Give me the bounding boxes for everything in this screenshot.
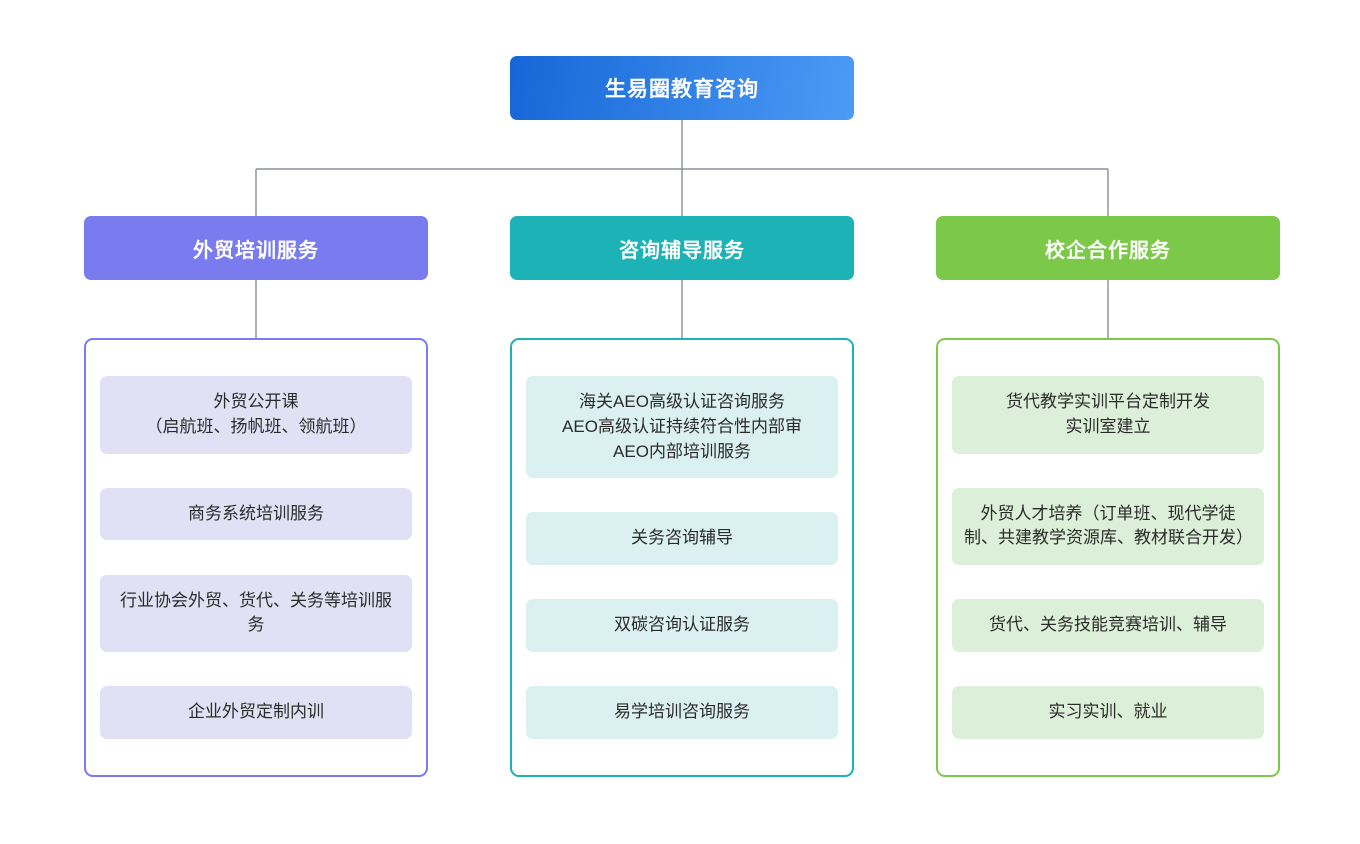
column-header-foreign-trade-training[interactable]: 外贸培训服务: [84, 216, 428, 280]
list-item[interactable]: 实习实训、就业: [952, 686, 1264, 739]
list-item[interactable]: 海关AEO高级认证咨询服务 AEO高级认证持续符合性内部审 AEO内部培训服务: [526, 376, 838, 479]
list-item[interactable]: 企业外贸定制内训: [100, 686, 412, 739]
list-item[interactable]: 关务咨询辅导: [526, 512, 838, 565]
list-item[interactable]: 外贸公开课 （启航班、扬帆班、领航班）: [100, 376, 412, 454]
column-consulting-tutoring: 咨询辅导服务 海关AEO高级认证咨询服务 AEO高级认证持续符合性内部审 AEO…: [510, 216, 854, 777]
list-item[interactable]: 双碳咨询认证服务: [526, 599, 838, 652]
list-item[interactable]: 外贸人才培养（订单班、现代学徒制、共建教学资源库、教材联合开发）: [952, 487, 1264, 565]
root-node[interactable]: 生易圈教育咨询: [510, 56, 854, 120]
column-header-school-enterprise-cooperation[interactable]: 校企合作服务: [936, 216, 1280, 280]
column-school-enterprise-cooperation: 校企合作服务 货代教学实训平台定制开发 实训室建立 外贸人才培养（订单班、现代学…: [936, 216, 1280, 777]
column-panel-foreign-trade-training: 外贸公开课 （启航班、扬帆班、领航班） 商务系统培训服务 行业协会外贸、货代、关…: [84, 338, 428, 777]
list-item[interactable]: 货代、关务技能竞赛培训、辅导: [952, 599, 1264, 652]
list-item[interactable]: 易学培训咨询服务: [526, 686, 838, 739]
list-item[interactable]: 商务系统培训服务: [100, 487, 412, 541]
column-header-consulting-tutoring[interactable]: 咨询辅导服务: [510, 216, 854, 280]
list-item[interactable]: 货代教学实训平台定制开发 实训室建立: [952, 376, 1264, 454]
list-item[interactable]: 行业协会外贸、货代、关务等培训服务: [100, 574, 412, 652]
column-panel-consulting-tutoring: 海关AEO高级认证咨询服务 AEO高级认证持续符合性内部审 AEO内部培训服务 …: [510, 338, 854, 777]
column-panel-school-enterprise-cooperation: 货代教学实训平台定制开发 实训室建立 外贸人才培养（订单班、现代学徒制、共建教学…: [936, 338, 1280, 777]
column-foreign-trade-training: 外贸培训服务 外贸公开课 （启航班、扬帆班、领航班） 商务系统培训服务 行业协会…: [84, 216, 428, 777]
